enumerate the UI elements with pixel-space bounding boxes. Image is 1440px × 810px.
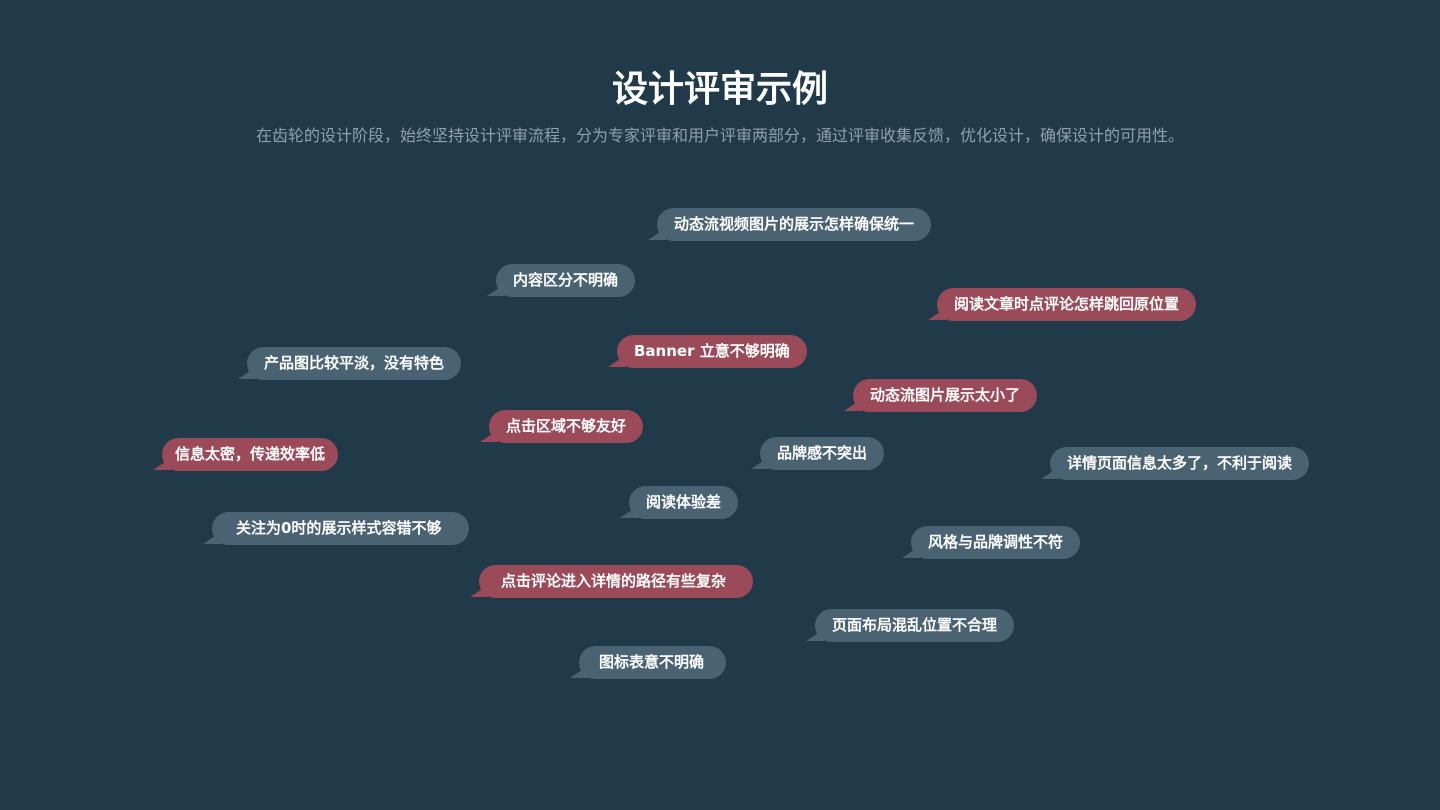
comment-bubble: 产品图比较平淡，没有特色 — [237, 347, 462, 380]
comment-bubble: 关注为0时的展示样式容错不够 — [202, 512, 470, 545]
comment-bubble: 点击区域不够友好 — [479, 410, 644, 443]
comment-bubble: 动态流图片展示太小了 — [843, 379, 1038, 412]
page-title: 设计评审示例 — [611, 69, 828, 110]
comment-bubble: 阅读文章时点评论怎样跳回原位置 — [927, 288, 1197, 321]
comment-bubble: 点击评论进入详情的路径有些复杂 — [469, 565, 754, 598]
comment-bubble: 页面布局混乱位置不合理 — [805, 609, 1015, 642]
comment-bubble: 信息太密，传递效率低 — [152, 438, 339, 471]
page-subtitle: 在齿轮的设计阶段，始终坚持设计评审流程，分为专家评审和用户评审两部分，通过评审收… — [255, 126, 1184, 145]
comment-bubble: 动态流视频图片的展示怎样确保统一 — [647, 208, 932, 241]
comment-bubble: 图标表意不明确 — [569, 646, 727, 679]
comment-bubble: 品牌感不突出 — [750, 437, 885, 470]
comment-bubble: 详情页面信息太多了，不利于阅读 — [1040, 447, 1310, 480]
comment-bubble: 风格与品牌调性不符 — [901, 526, 1081, 559]
comment-bubble: 阅读体验差 — [619, 486, 739, 519]
comment-bubble: Banner 立意不够明确 — [608, 335, 807, 368]
comment-bubble: 内容区分不明确 — [486, 264, 636, 297]
